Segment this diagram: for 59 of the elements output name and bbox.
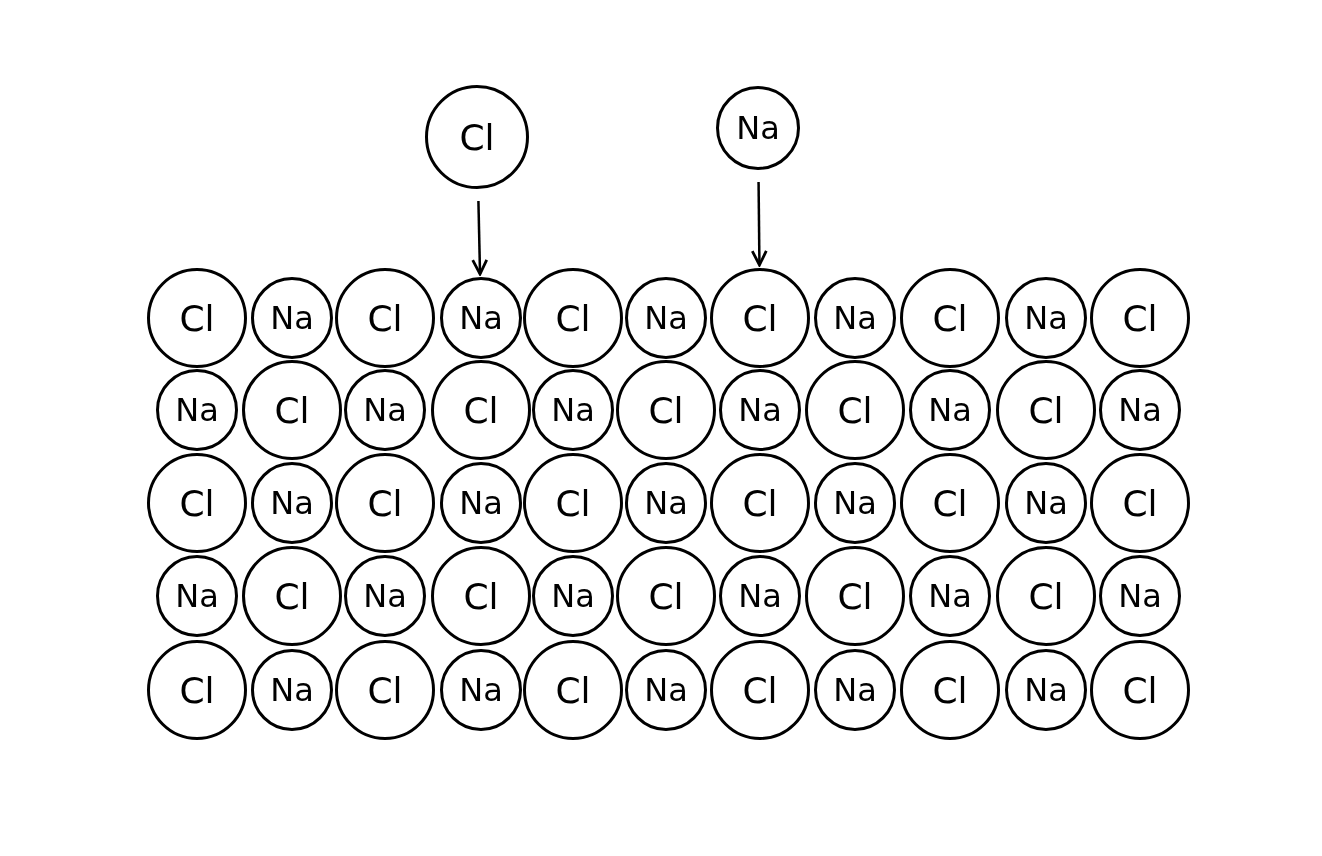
- ion-circle: Na: [440, 277, 522, 359]
- ion-circle: Cl: [996, 546, 1096, 646]
- ion-circle: Cl: [616, 546, 716, 646]
- ion-circle: Na: [719, 369, 801, 451]
- ion-circle: Na: [625, 649, 707, 731]
- ion-circle: Cl: [147, 453, 247, 553]
- ion-circle: Na: [532, 555, 614, 637]
- ion-circle: Cl: [805, 546, 905, 646]
- ion-circle: Cl: [335, 268, 435, 368]
- ion-circle: Cl: [523, 453, 623, 553]
- ion-circle: Cl: [335, 640, 435, 740]
- ion-circle: Cl: [805, 360, 905, 460]
- ion-circle: Na: [1005, 277, 1087, 359]
- ion-circle: Cl: [1090, 453, 1190, 553]
- ion-circle: Na: [156, 555, 238, 637]
- ion-circle: Cl: [242, 546, 342, 646]
- ion-circle: Cl: [710, 268, 810, 368]
- ion-circle: Na: [1099, 555, 1181, 637]
- ion-circle: Na: [909, 555, 991, 637]
- ion-circle: Cl: [242, 360, 342, 460]
- ion-circle: Na: [719, 555, 801, 637]
- ion-circle: Na: [344, 555, 426, 637]
- arrow: [750, 182, 768, 267]
- ion-circle: Cl: [900, 453, 1000, 553]
- ion-circle: Cl: [523, 640, 623, 740]
- ion-circle: Na: [625, 277, 707, 359]
- ion-circle: Cl: [431, 546, 531, 646]
- ion-circle: Na: [532, 369, 614, 451]
- ion-circle: Cl: [335, 453, 435, 553]
- ion-circle: Na: [440, 462, 522, 544]
- ion-circle: Cl: [900, 268, 1000, 368]
- ion-circle: Na: [251, 649, 333, 731]
- ion-circle: Cl: [710, 640, 810, 740]
- ion-circle: Na: [251, 277, 333, 359]
- ion-circle: Cl: [147, 268, 247, 368]
- ion-circle: Na: [909, 369, 991, 451]
- ion-circle: Na: [814, 277, 896, 359]
- ion-circle: Na: [1005, 649, 1087, 731]
- ion-circle: Na: [344, 369, 426, 451]
- ion-circle: Cl: [1090, 268, 1190, 368]
- ion-circle: Na: [156, 369, 238, 451]
- ion-circle: Na: [625, 462, 707, 544]
- ion-circle: Na: [814, 649, 896, 731]
- ion-circle: Na: [814, 462, 896, 544]
- ion-circle: Cl: [900, 640, 1000, 740]
- ion-circle: Cl: [616, 360, 716, 460]
- ion-circle: Na: [716, 86, 800, 170]
- ion-circle: Na: [440, 649, 522, 731]
- ion-circle: Cl: [147, 640, 247, 740]
- ion-circle: Cl: [996, 360, 1096, 460]
- ion-circle: Na: [1099, 369, 1181, 451]
- arrow: [471, 200, 489, 276]
- ion-circle: Cl: [523, 268, 623, 368]
- ion-circle: Cl: [425, 85, 529, 189]
- ion-circle: Na: [251, 462, 333, 544]
- ion-circle: Cl: [1090, 640, 1190, 740]
- ion-circle: Na: [1005, 462, 1087, 544]
- ion-circle: Cl: [710, 453, 810, 553]
- ion-circle: Cl: [431, 360, 531, 460]
